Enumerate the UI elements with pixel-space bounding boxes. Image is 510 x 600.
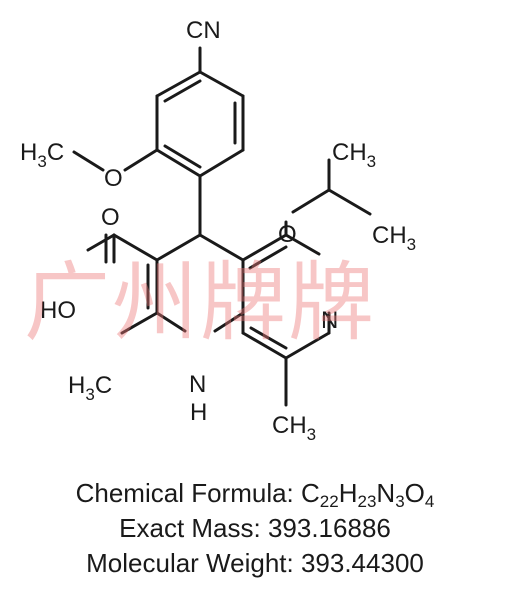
bond-c-oh <box>86 233 116 252</box>
bond-c7-c8 <box>284 331 331 360</box>
bond-ring-c <box>198 148 245 178</box>
atom-label-ch3-bottom: CH3 <box>272 412 316 444</box>
atom-label-o-isopropoxy: O <box>278 221 297 248</box>
formula-part-h: H23 <box>338 478 377 511</box>
bond-ch-ch3b <box>327 188 372 216</box>
bond-c4a-c4 <box>198 233 245 262</box>
bond-c3-cooh <box>112 233 159 262</box>
bond-o-ch <box>291 188 331 214</box>
bond-c8-c8a-inner <box>249 326 288 350</box>
bond-c8-c8a <box>241 331 288 360</box>
chemical-formula: Chemical Formula: C22H23N3O4 <box>0 478 510 512</box>
formula-part-n: N3 <box>376 478 405 511</box>
atom-label-ch3-right: CH3 <box>372 222 416 254</box>
bond-ring-d <box>155 148 202 178</box>
atom-label-n-pyridine: N <box>321 307 338 334</box>
bond-c4a-c5-inner <box>248 245 288 270</box>
bond-ring-d-inner <box>163 144 202 169</box>
atom-label-nh-n: N <box>189 371 206 398</box>
bonds <box>72 46 372 407</box>
atom-label-h3c-left: H3C <box>68 372 112 404</box>
atom-label-o-carbonyl: O <box>101 204 120 231</box>
bond-n1-c8a <box>213 311 245 333</box>
atom-label-cn: CN <box>186 17 221 44</box>
bond-ring-f-inner <box>163 79 202 103</box>
atom-label-o-methoxy: O <box>104 165 123 192</box>
bond-ring-a <box>198 70 245 98</box>
formula-label: Chemical Formula: <box>75 478 302 508</box>
molecular-weight: Molecular Weight: 393.44300 <box>86 548 424 578</box>
bond-aryl-o <box>123 148 159 172</box>
formula-part-c: C22 <box>301 478 339 511</box>
atom-label-ch3-top: CH3 <box>332 139 376 171</box>
atom-labels: CN H3C O CH3 CH3 O O HO N H3C N H CH3 <box>20 17 416 444</box>
atom-label-ho: HO <box>40 297 76 324</box>
bond-c5-n6 <box>284 233 321 256</box>
atom-label-h3c-methoxy: H3C <box>20 139 64 171</box>
bond-o-methyl <box>72 150 105 172</box>
bond-ring-f <box>155 70 202 98</box>
watermark: 广州牌牌 <box>24 253 376 353</box>
bond-c4a-c5 <box>241 233 288 262</box>
formula-part-o: O4 <box>404 478 435 511</box>
bond-c2-methyl <box>120 311 159 335</box>
molecule-structure: CN H3C O CH3 CH3 O O HO N H3C N H CH3 <box>20 17 416 444</box>
atom-label-nh-h: H <box>190 399 207 426</box>
exact-mass: Exact Mass: 393.16886 <box>119 513 391 543</box>
bond-c4-c3 <box>155 233 202 262</box>
bond-c2-n1 <box>155 311 187 333</box>
